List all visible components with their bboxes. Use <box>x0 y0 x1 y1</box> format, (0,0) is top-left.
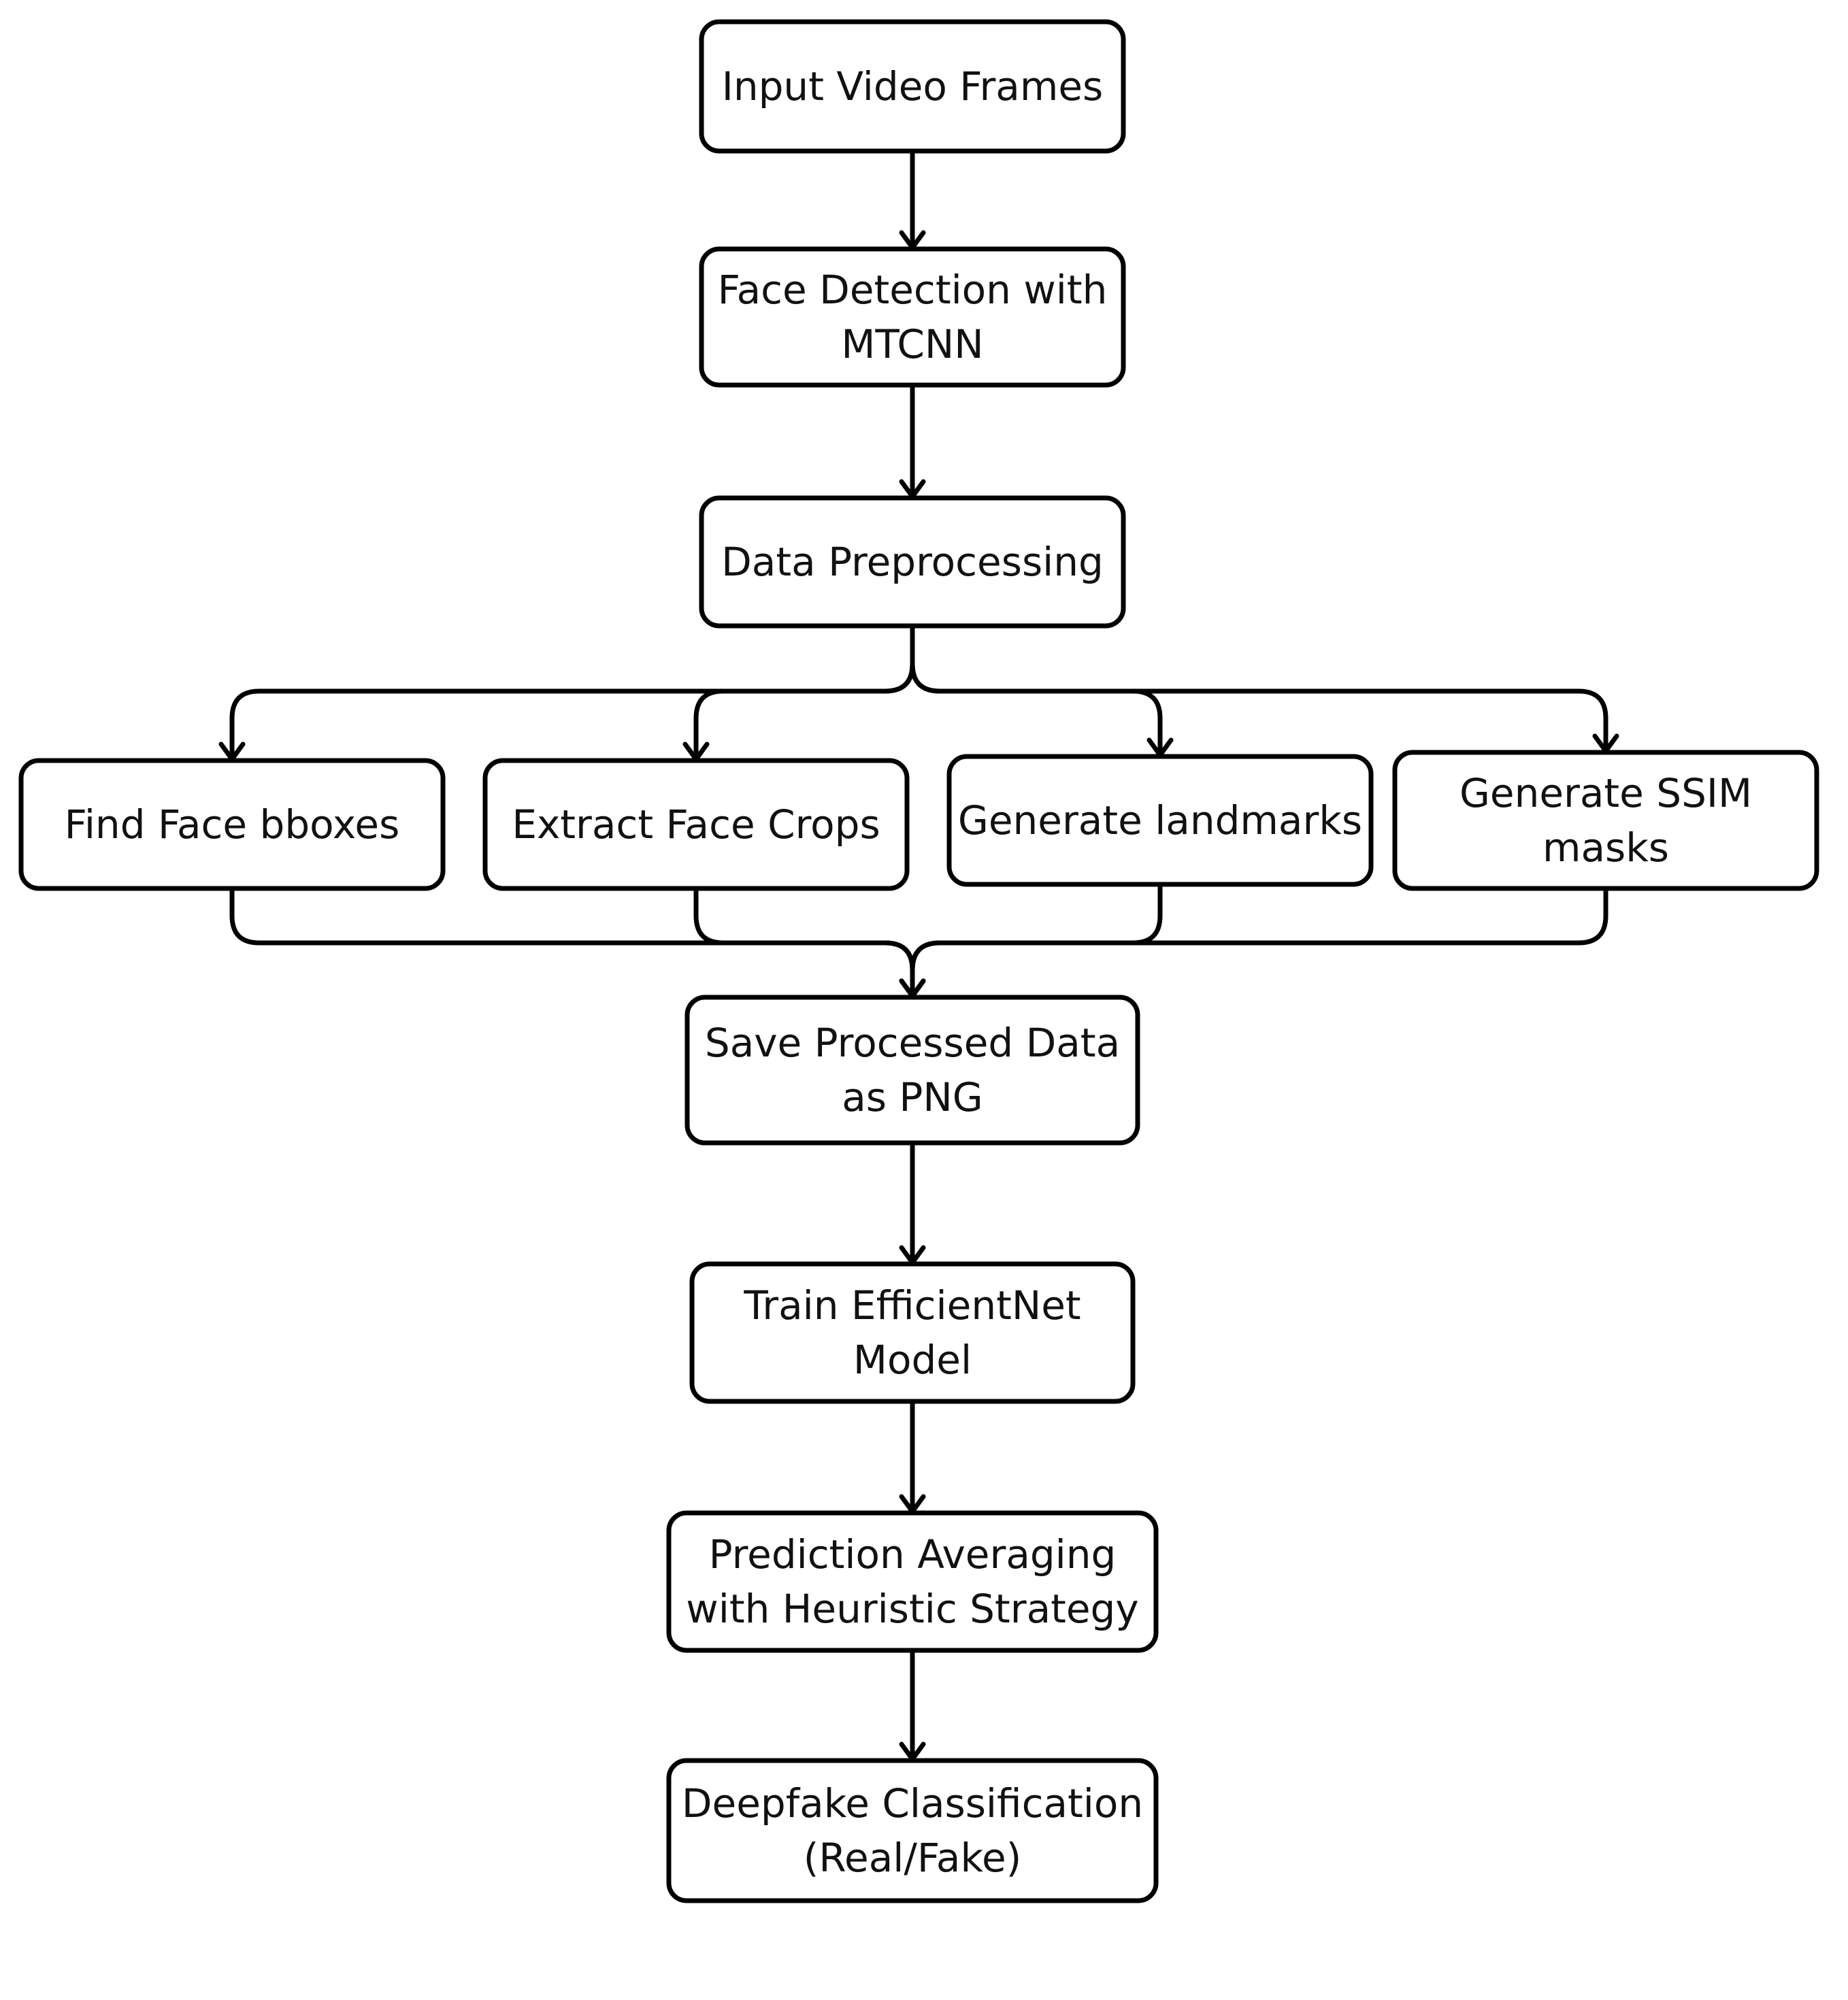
node-box <box>699 19 1126 154</box>
node-label: Deepfake Classification <box>682 1780 1143 1827</box>
node-label: Find Face bboxes <box>65 801 400 848</box>
node-label: MTCNN <box>841 321 983 367</box>
node-save-png: Save Processed Data as PNG <box>684 995 1140 1146</box>
node-box <box>684 995 1140 1146</box>
node-label: Model <box>853 1337 972 1383</box>
node-label: Extract Face Crops <box>512 801 880 848</box>
edge-generate-landmarks-to-save-png <box>910 882 1163 999</box>
node-extract-crops: Extract Face Crops <box>482 758 910 891</box>
edge-extract-crops-to-save-png <box>693 886 915 999</box>
node-box <box>666 1758 1159 1903</box>
node-label: Data Preprocessing <box>721 539 1104 585</box>
node-prediction-avg: Prediction Averaging with Heuristic Strat… <box>666 1510 1159 1653</box>
node-box <box>666 1510 1159 1653</box>
node-label: masks <box>1542 824 1669 871</box>
node-label: Input Video Frames <box>722 63 1104 110</box>
node-data-preprocessing: Data Preprocessing <box>699 495 1126 629</box>
node-label: Prediction Averaging <box>709 1531 1117 1578</box>
edge-data-preprocessing-to-extract-crops <box>693 623 915 762</box>
node-label: Train EfficientNet <box>743 1282 1080 1329</box>
node-box <box>699 246 1126 388</box>
node-label: Face Detection with <box>718 267 1108 313</box>
node-box <box>699 495 1126 629</box>
edge-data-preprocessing-to-generate-ssim <box>910 623 1608 754</box>
node-label: as PNG <box>842 1074 983 1120</box>
node-box <box>946 754 1374 887</box>
node-generate-ssim: Generate SSIM masks <box>1392 750 1819 891</box>
node-box <box>689 1261 1136 1404</box>
node-input-frames: Input Video Frames <box>699 19 1126 154</box>
node-generate-landmarks: Generate landmarks <box>946 754 1374 887</box>
node-box <box>482 758 910 891</box>
node-label: Save Processed Data <box>705 1020 1120 1066</box>
node-classification: Deepfake Classification (Real/Fake) <box>666 1758 1159 1903</box>
node-box <box>18 758 446 891</box>
node-label: Generate landmarks <box>958 797 1362 844</box>
node-label: with Heuristic Strategy <box>686 1586 1138 1632</box>
edge-generate-ssim-to-save-png <box>910 886 1608 999</box>
node-find-bboxes: Find Face bboxes <box>18 758 446 891</box>
node-label: (Real/Fake) <box>804 1835 1022 1881</box>
edges-layer <box>218 148 1619 1762</box>
node-label: Generate SSIM <box>1459 770 1752 816</box>
node-box <box>1392 750 1819 891</box>
